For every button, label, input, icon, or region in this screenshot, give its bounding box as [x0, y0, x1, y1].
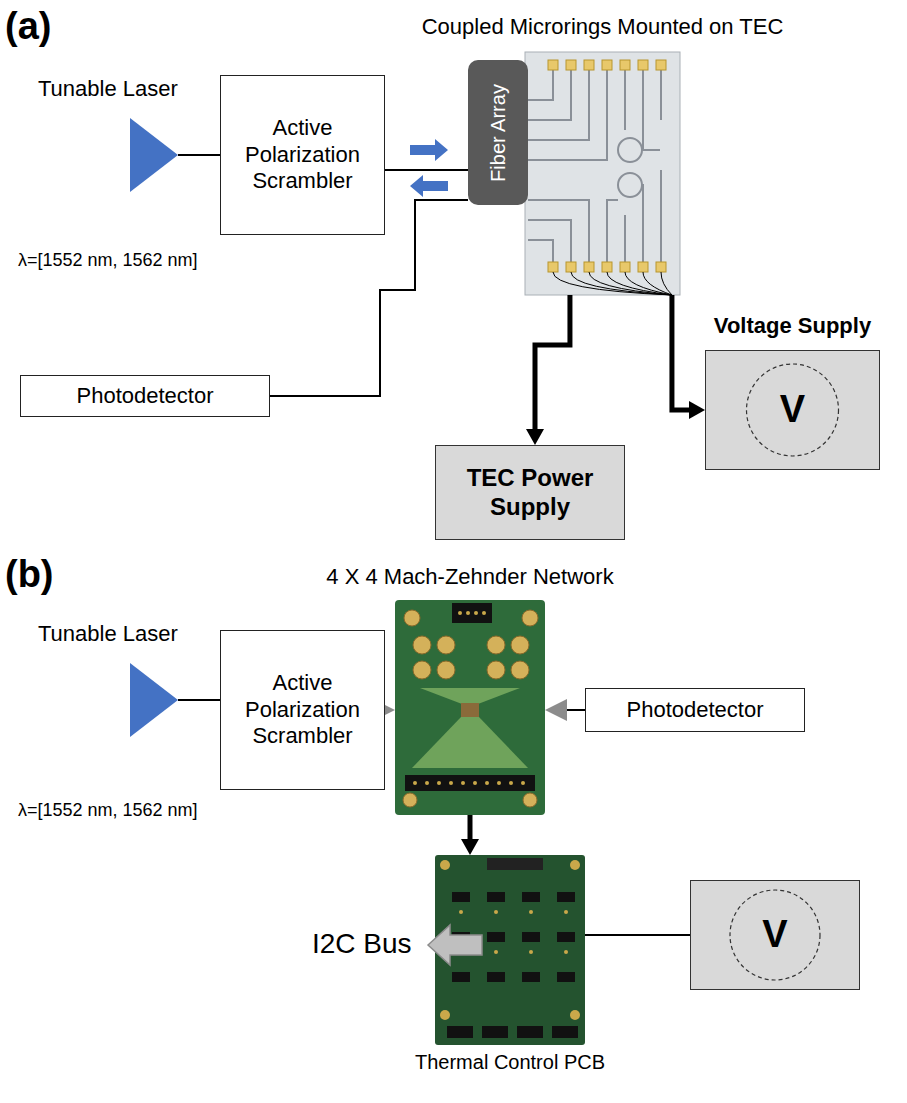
connector-line	[178, 154, 220, 156]
node-heading: Voltage Supply	[714, 313, 871, 339]
connector	[672, 295, 705, 419]
node-heading: Tunable Laser	[38, 621, 178, 647]
process-box: Active Polarization Scrambler	[220, 75, 385, 235]
bus-arrow	[428, 925, 482, 965]
node-heading: Coupled Microrings Mounted on TEC	[422, 14, 784, 40]
node-text: Photodetector	[627, 697, 764, 723]
connector-line	[468, 815, 473, 842]
wavelength-label: λ=[1552 nm, 1562 nm]	[18, 250, 198, 272]
process-box: Active Polarization Scrambler	[220, 630, 385, 790]
node-text: V	[762, 912, 787, 958]
node-text: Active Polarization Scrambler	[228, 115, 377, 194]
fiber-array: Fiber Array	[468, 60, 528, 205]
panel-label: (b)	[5, 552, 54, 598]
supply-box: V	[690, 880, 860, 990]
laser-symbol	[130, 663, 178, 737]
arrowhead	[689, 401, 705, 419]
arrowhead	[526, 429, 544, 445]
node-text: Active Polarization Scrambler	[228, 670, 377, 749]
connector	[545, 699, 585, 721]
chip-node: Coupled Microrings Mounted on TEC	[525, 52, 680, 295]
arrowhead	[545, 699, 567, 721]
supply-box: Voltage SupplyV	[705, 350, 880, 470]
node-heading: Thermal Control PCB	[415, 1050, 605, 1074]
node-text: V	[780, 387, 805, 433]
connector	[178, 700, 220, 701]
connector	[585, 935, 690, 936]
supply-box: TEC Power Supply	[435, 445, 625, 540]
process-box: Photodetector	[585, 688, 805, 732]
connector	[178, 155, 220, 156]
node-text: TEC Power Supply	[443, 464, 617, 522]
arrowhead	[461, 839, 479, 855]
connector-line	[178, 699, 220, 701]
board-picture	[395, 600, 545, 815]
process-box: Photodetector	[20, 375, 270, 417]
bus-label: I2C Bus	[312, 927, 412, 961]
supply-fill	[705, 350, 880, 470]
connector	[385, 170, 468, 171]
connector-line	[535, 295, 570, 432]
node-text: Photodetector	[77, 383, 214, 409]
direction-arrow	[410, 139, 448, 161]
board-node: Thermal Control PCB	[435, 855, 585, 1045]
panel-label: (a)	[5, 4, 51, 50]
meter-circle	[747, 364, 839, 456]
connector-line	[385, 169, 468, 171]
chip-picture	[525, 52, 680, 295]
connector-line	[585, 934, 690, 936]
connector	[526, 295, 570, 445]
board-node: 4 X 4 Mach-Zehnder Network	[395, 600, 545, 815]
connector-line	[672, 295, 692, 410]
laser-node: Tunable Laser	[130, 118, 178, 192]
direction-arrow	[410, 175, 448, 197]
node-heading: Tunable Laser	[38, 76, 178, 102]
laser-node: Tunable Laser	[130, 663, 178, 737]
laser-symbol	[130, 118, 178, 192]
node-heading: 4 X 4 Mach-Zehnder Network	[326, 564, 613, 590]
supply-fill	[690, 880, 860, 990]
meter-circle	[730, 890, 820, 980]
node-text: Fiber Array	[486, 84, 510, 182]
wavelength-label: λ=[1552 nm, 1562 nm]	[18, 800, 198, 822]
connector	[461, 815, 479, 855]
